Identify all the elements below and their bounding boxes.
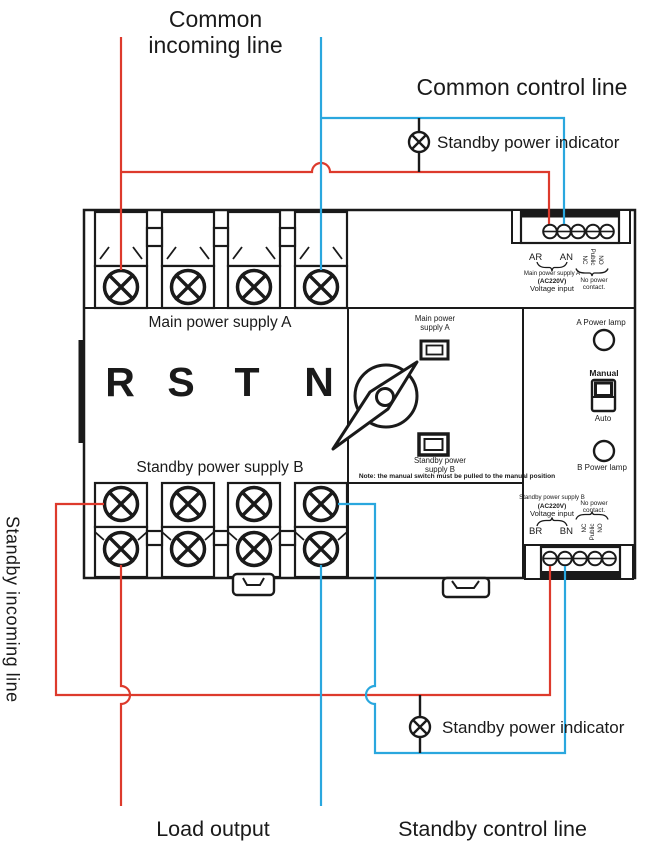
standby-indicator-top-icon [407,118,431,172]
phase-terminal-t: T [234,359,260,405]
manual-label: Manual [589,368,619,378]
standby-control-line-label: Standby control line [398,817,587,841]
a-power-lamp-label: A Power lamp [576,318,626,327]
side-rail-tab [78,340,84,443]
b-power-lamp-label: B Power lamp [577,463,627,472]
auto-label: Auto [594,414,612,423]
manual-switch-note: Note: the manual switch must be pulled t… [358,472,556,480]
common-incoming-line-label: Common incoming line [148,6,283,59]
standby-led-window [417,432,450,457]
phase-terminal-s: S [167,359,195,405]
pin-an-label: AN [559,252,573,263]
pin-bn-label: BN [559,525,573,537]
neutral-wires [319,37,567,806]
common-control-neutral-wire [321,116,566,224]
standby-led-label: Standby power supply B [413,456,466,475]
standby-indicator-bottom-icon [408,695,432,753]
bottom-connector-desc0: Standby power supply B [519,493,585,501]
phase-terminal-n: N [304,359,334,405]
bottom-contact-no-label: NO [596,523,604,533]
standby-supply-label: Standby power supply B [136,459,304,476]
bottom-control-connector [524,544,634,580]
load-output-label: Load output [156,817,270,841]
standby-control-wire [338,502,567,755]
top-connector-desc1: Main power supply A [523,270,581,277]
pin-br-label: BR [529,525,543,537]
bottom-connector-pins: BR BN [529,525,573,537]
standby-power-indicator-top-label: Standby power indicator [437,133,620,152]
common-control-line-label: Common control line [416,74,628,100]
top-connector-desc2: (AC220V) [537,277,567,285]
main-led-label: Main power supply A [414,314,456,333]
b-power-lamp-icon [592,439,616,463]
screw-terminal-icons [102,268,340,306]
standby-incoming-wire [54,502,552,697]
bottom-contact-nc-label: NC [580,523,588,533]
bottom-connector-desc2: (AC220V) [537,502,567,510]
rotary-switch-icon [331,360,419,451]
live-wires [54,37,552,806]
top-connector-pins: AR AN [529,253,573,263]
common-control-wire [121,161,551,224]
main-led-window [419,339,450,361]
brace-icons [536,261,609,527]
bottom-connector-desc3: Voltage input [530,509,574,518]
bottom-contact-desc: No power contact. [580,499,608,514]
pin-ar-label: AR [529,252,543,263]
main-supply-label: Main power supply A [148,314,292,331]
top-contact-public-label: Public [589,248,597,265]
standby-incoming-line-label: Standby incoming line [2,516,23,703]
load-output-live-wire [119,565,132,806]
top-connector-desc3: Voltage input [530,284,574,293]
bottom-contact-public-label: Public [588,523,596,541]
manual-auto-toggle-icon [590,378,617,413]
top-contact-desc: No power contact. [580,276,608,291]
top-contact-nc-label: NC [581,255,589,265]
standby-power-indicator-bottom-label: Standby power indicator [442,718,625,737]
phase-terminal-r: R [105,359,135,405]
top-control-connector [511,209,631,245]
din-clip-icons [231,572,491,599]
a-power-lamp-icon [592,328,616,352]
top-contact-no-label: NO [597,255,605,265]
